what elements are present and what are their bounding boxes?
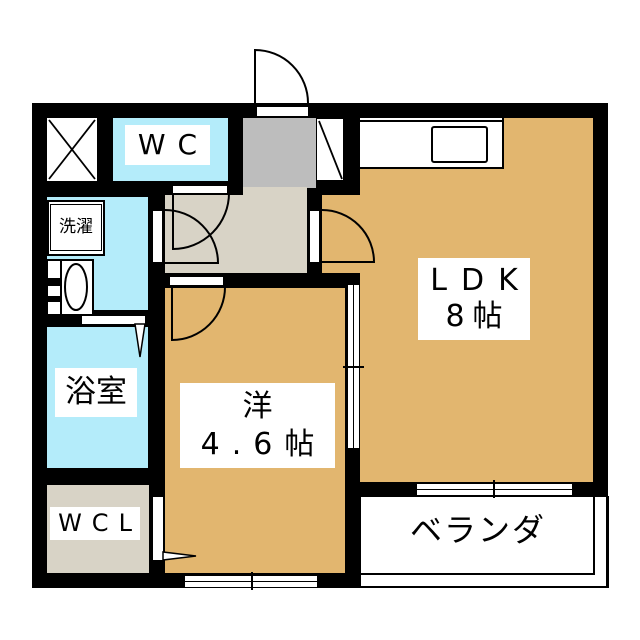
ldk-window-center-mark xyxy=(493,480,495,498)
shoe-cabinet xyxy=(316,118,344,181)
balcony-label-text: ベランダ xyxy=(409,510,546,549)
ldk-room-size: 8帖 xyxy=(445,299,511,334)
western-window-center-mark xyxy=(251,572,253,590)
balcony-outer-bottom-line xyxy=(360,586,608,588)
walk-in-closet-label-text: WCL xyxy=(58,508,142,537)
bathroom-label: 浴室 xyxy=(55,368,137,417)
bathroom-label-text: 浴室 xyxy=(65,373,127,410)
pipe-shaft xyxy=(47,118,97,181)
walk-in-closet-label: WCL xyxy=(50,507,140,540)
entrance-genkan xyxy=(243,118,316,188)
hallway-upper-strip xyxy=(243,187,307,196)
balcony-label: ベランダ xyxy=(380,510,576,550)
sliding-door-center-mark xyxy=(343,366,364,368)
hallway xyxy=(165,195,307,273)
entrance-door-swing-icon xyxy=(254,48,309,104)
laundry-label-text: 洗濯 xyxy=(59,216,93,237)
western-room-name: 洋 xyxy=(242,388,273,424)
western-room-size: 4.6帖 xyxy=(200,426,327,462)
washing-machine-space: 洗濯 xyxy=(47,200,105,256)
kitchen-counter-edge xyxy=(360,120,502,122)
wc-label-text: WC xyxy=(137,127,210,161)
western-room-label: 洋 4.6帖 xyxy=(180,383,335,468)
wc-door-frame xyxy=(173,186,227,193)
ldk-alcove xyxy=(322,195,362,273)
ldk-door-frame xyxy=(310,211,319,262)
washroom-door-frame xyxy=(153,211,162,262)
balcony-outer-right-line xyxy=(606,496,609,588)
kitchen-sink xyxy=(431,126,488,163)
western-door-frame xyxy=(170,277,223,285)
balcony-inner-right-line xyxy=(593,496,595,575)
balcony-inner-bottom-line xyxy=(360,573,595,575)
ldk-label: LDK 8帖 xyxy=(418,258,530,340)
closet-door-frame xyxy=(153,497,163,560)
entrance-door-frame xyxy=(257,107,308,116)
bathroom-door-frame xyxy=(82,316,145,324)
wc-label: WC xyxy=(125,125,210,165)
ldk-room-name: LDK xyxy=(430,263,532,298)
laundry-label: 洗濯 xyxy=(50,204,102,251)
